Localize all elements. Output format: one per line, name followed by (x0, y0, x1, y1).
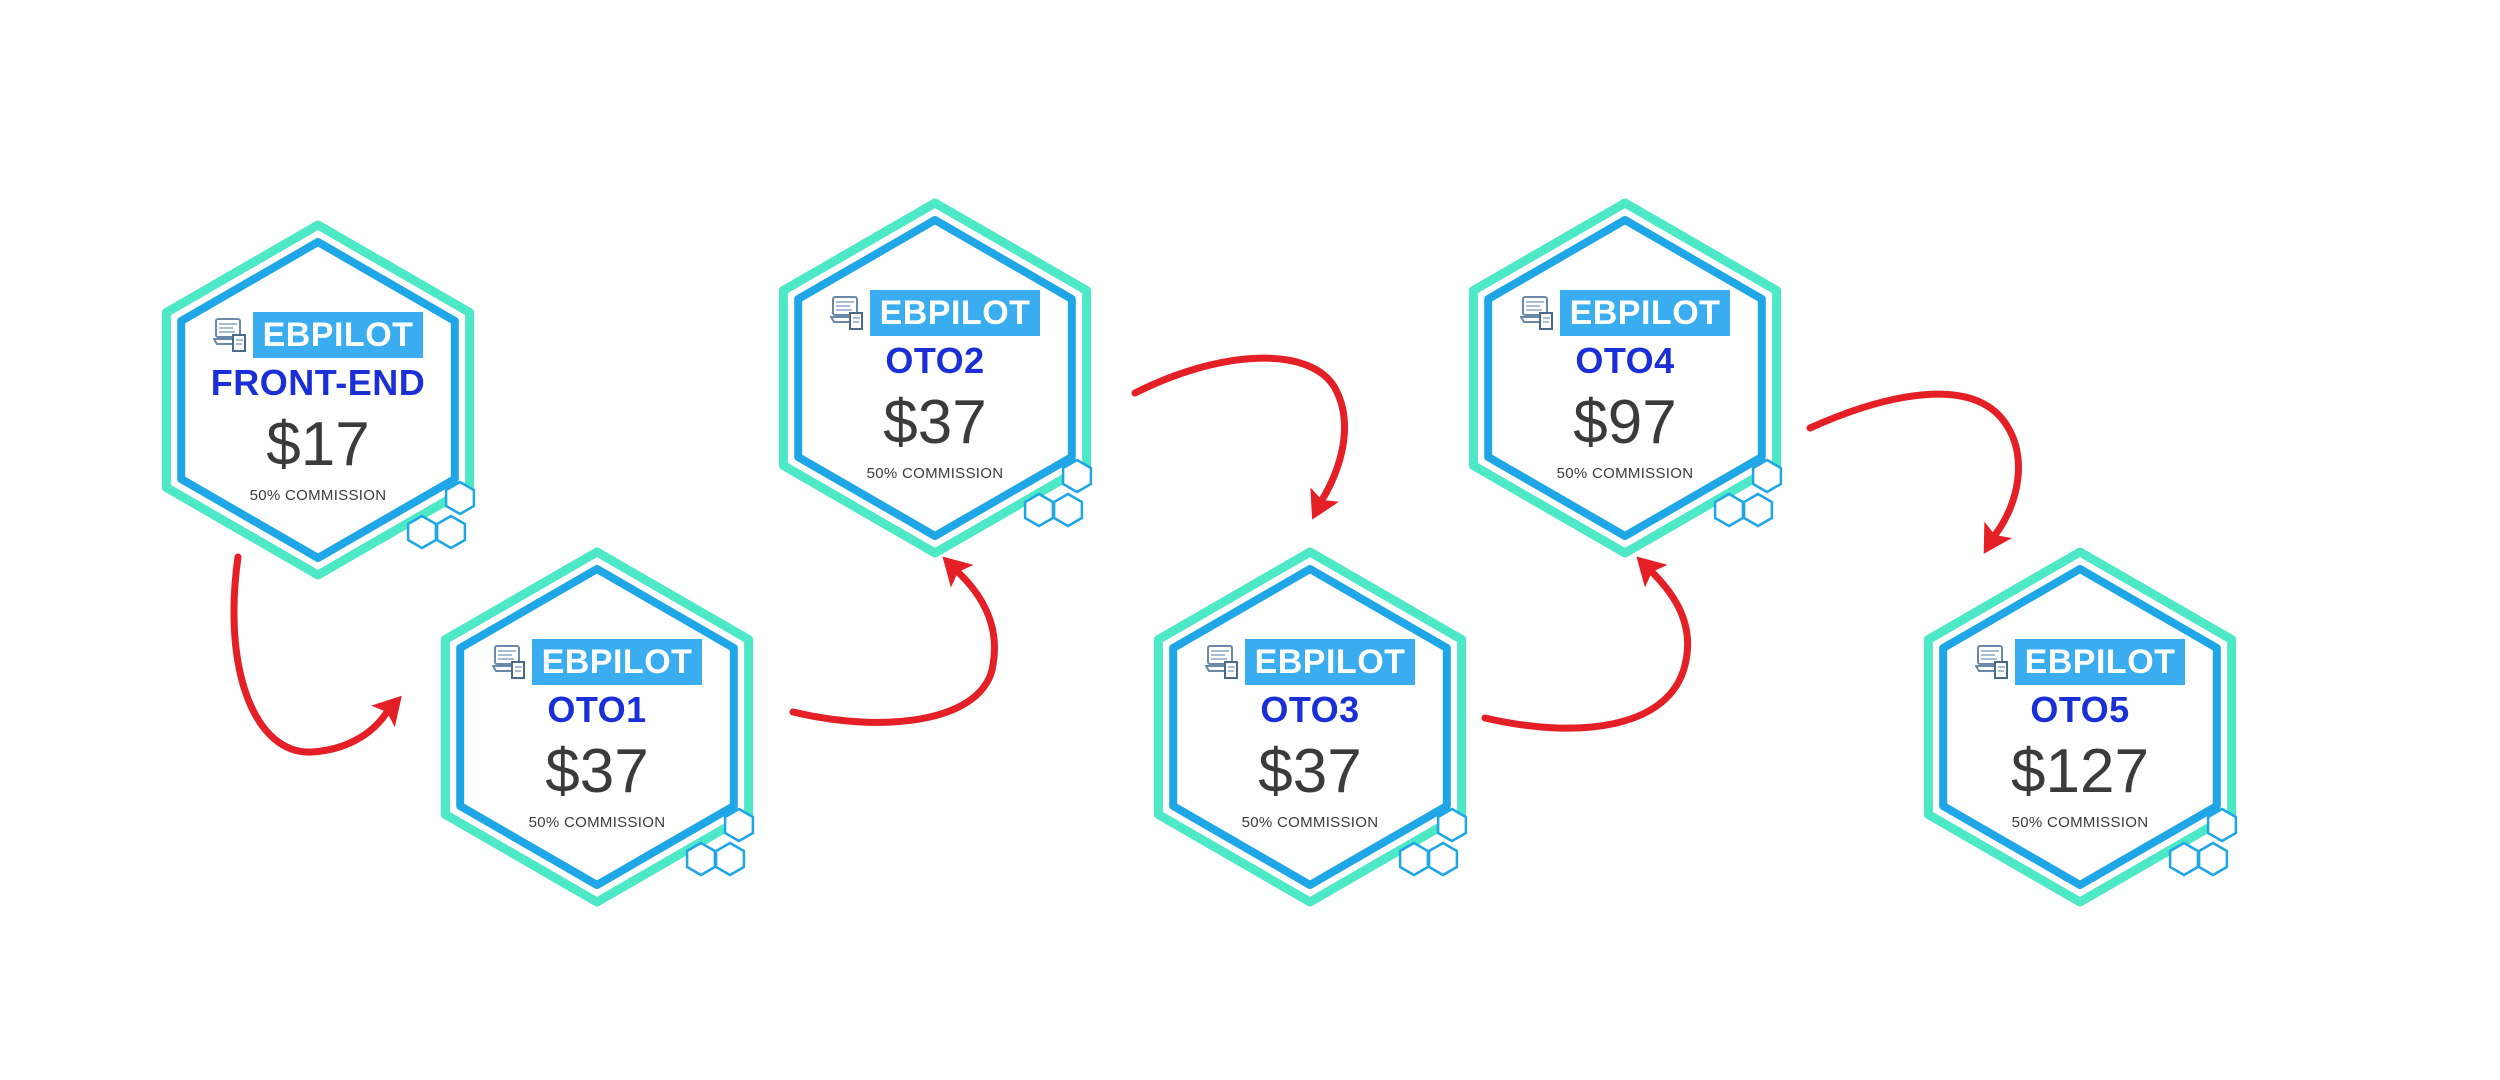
brand-row: EBPILOT (1519, 290, 1731, 336)
brand-badge: EBPILOT (2014, 639, 2186, 685)
curved-arrow-icon (230, 553, 402, 756)
hexagon-cluster-icon (1398, 807, 1468, 877)
brand-row: EBPILOT (1204, 639, 1416, 685)
commission-label: 50% COMMISSION (1556, 465, 1694, 482)
stage-title: OTO1 (547, 689, 647, 730)
hexagon-cluster-icon (1713, 458, 1783, 528)
laptop-book-icon (1974, 645, 2008, 679)
commission-label: 50% COMMISSION (2011, 814, 2149, 831)
stage-content: EBPILOT OTO4 $97 50% COMMISSION (1465, 198, 1785, 558)
brand-badge: EBPILOT (1559, 290, 1731, 336)
stage-price: $127 (2011, 737, 2149, 806)
stage-content: EBPILOT OTO2 $37 50% COMMISSION (775, 198, 1095, 558)
brand-row: EBPILOT (1974, 639, 2186, 685)
hexagon-cluster-icon (685, 807, 755, 877)
stage-card-front-end: EBPILOT FRONT-END $17 50% COMMISSION (158, 220, 478, 580)
curved-arrow-icon (789, 556, 998, 726)
stage-title: OTO2 (885, 340, 985, 381)
stage-card-oto2: EBPILOT OTO2 $37 50% COMMISSION (775, 198, 1095, 558)
laptop-book-icon (1519, 296, 1553, 330)
commission-label: 50% COMMISSION (866, 465, 1004, 482)
commission-label: 50% COMMISSION (528, 814, 666, 831)
stage-card-oto1: EBPILOT OTO1 $37 50% COMMISSION (437, 547, 757, 907)
stage-content: EBPILOT OTO5 $127 50% COMMISSION (1920, 547, 2240, 907)
brand-badge: EBPILOT (252, 312, 424, 358)
laptop-book-icon (829, 296, 863, 330)
stage-content: EBPILOT FRONT-END $17 50% COMMISSION (158, 220, 478, 580)
stage-title: OTO3 (1260, 689, 1360, 730)
brand-row: EBPILOT (491, 639, 703, 685)
stage-card-oto3: EBPILOT OTO3 $37 50% COMMISSION (1150, 547, 1470, 907)
curved-arrow-icon (1481, 556, 1692, 732)
brand-badge: EBPILOT (1244, 639, 1416, 685)
stage-title: FRONT-END (210, 362, 426, 403)
laptop-book-icon (212, 318, 246, 352)
laptop-book-icon (1204, 645, 1238, 679)
stage-price: $37 (1258, 737, 1362, 806)
stage-price: $17 (266, 410, 370, 479)
brand-row: EBPILOT (829, 290, 1041, 336)
curved-arrow-icon (1131, 354, 1349, 520)
brand-badge: EBPILOT (869, 290, 1041, 336)
stage-title: OTO5 (2030, 689, 2130, 730)
stage-price: $97 (1573, 388, 1677, 457)
hexagon-cluster-icon (1023, 458, 1093, 528)
stage-content: EBPILOT OTO1 $37 50% COMMISSION (437, 547, 757, 907)
stage-price: $37 (883, 388, 987, 457)
commission-label: 50% COMMISSION (1241, 814, 1379, 831)
stage-card-oto5: EBPILOT OTO5 $127 50% COMMISSION (1920, 547, 2240, 907)
hexagon-cluster-icon (2168, 807, 2238, 877)
brand-row: EBPILOT (212, 312, 424, 358)
stage-price: $37 (545, 737, 649, 806)
stage-title: OTO4 (1575, 340, 1675, 381)
stage-content: EBPILOT OTO3 $37 50% COMMISSION (1150, 547, 1470, 907)
laptop-book-icon (491, 645, 525, 679)
stage-card-oto4: EBPILOT OTO4 $97 50% COMMISSION (1465, 198, 1785, 558)
hexagon-cluster-icon (406, 480, 476, 550)
commission-label: 50% COMMISSION (249, 487, 387, 504)
brand-badge: EBPILOT (531, 639, 703, 685)
curved-arrow-icon (1806, 390, 2022, 554)
